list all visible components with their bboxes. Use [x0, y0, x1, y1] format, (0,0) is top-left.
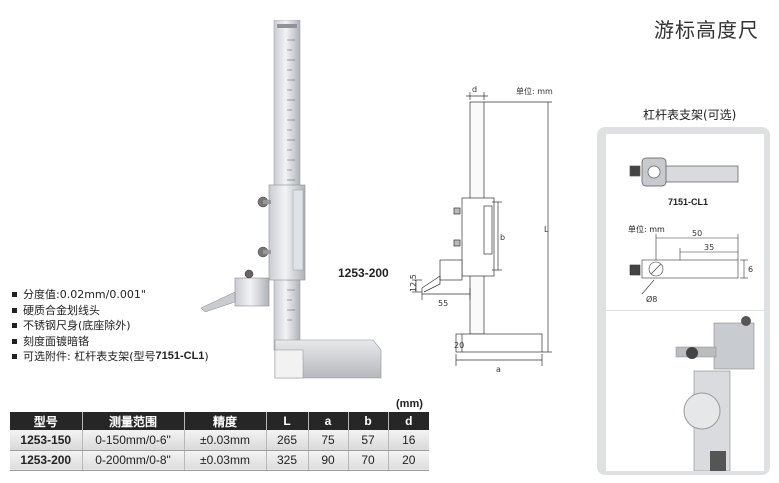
feature-item: 硬质合金划线头 — [12, 303, 209, 319]
dim-12-5: 12.5 — [409, 274, 418, 292]
cell-L: 265 — [265, 430, 308, 451]
panel-title: 杠杆表支架(可选) — [643, 108, 737, 122]
cell-a: 75 — [307, 430, 348, 451]
bullet-icon — [12, 338, 17, 344]
header-d: d — [387, 412, 429, 430]
cell-d: 16 — [387, 430, 429, 451]
dim-35: 35 — [704, 243, 714, 252]
dim-50: 50 — [692, 229, 702, 238]
feature-list: 分度值:0.02mm/0.001" 硬质合金划线头 不锈钢尺身(底座除外) 刻度… — [12, 287, 209, 365]
header-b: b — [347, 412, 388, 430]
bracket-photo-box — [606, 311, 764, 471]
bracket-drawing-box: 50 35 6 Ø8 — [606, 134, 764, 310]
cell-L: 325 — [265, 450, 308, 471]
dim-a: a — [496, 365, 501, 374]
cell-b: 57 — [347, 430, 388, 451]
bracket-photo — [675, 316, 755, 471]
bullet-icon — [12, 354, 17, 360]
dim-diameter: Ø8 — [646, 294, 657, 304]
cell-model: 1253-200 — [10, 450, 82, 471]
header-L: L — [265, 412, 308, 430]
feature-item: 分度值:0.02mm/0.001" — [12, 287, 209, 303]
dim-55: 55 — [438, 299, 448, 308]
header-a: a — [307, 412, 348, 430]
feature-item: 不锈钢尺身(底座除外) — [12, 318, 209, 334]
page-title: 游标高度尺 — [654, 18, 759, 42]
cell-d: 20 — [387, 450, 429, 471]
height-gauge-photo — [200, 20, 382, 379]
dim-d: d — [472, 85, 477, 94]
bullet-icon — [12, 292, 17, 298]
dim-L: L — [544, 225, 549, 234]
panel-unit: 单位: mm — [628, 225, 665, 234]
dimension-drawing: d 单位: mm L b 12.5 55 20 a — [409, 85, 553, 374]
dim-b: b — [500, 233, 505, 242]
table-unit: (mm) — [396, 398, 423, 410]
cell-range: 0-200mm/0-8" — [81, 450, 184, 471]
header-accuracy: 精度 — [183, 412, 266, 430]
cell-model: 1253-150 — [10, 430, 82, 451]
header-model: 型号 — [10, 412, 82, 430]
cell-b: 70 — [347, 450, 388, 471]
part-number: 7151-CL1 — [668, 197, 709, 207]
cell-range: 0-150mm/0-6" — [81, 430, 184, 451]
table-row: 1253-150 0-150mm/0-6" ±0.03mm 265 75 57 … — [10, 430, 429, 451]
cell-accuracy: ±0.03mm — [183, 450, 266, 471]
spec-table: 型号 测量范围 精度 L a b d 1253-150 0-150mm/0-6"… — [10, 412, 429, 471]
feature-item: 刻度面镀暗铬 — [12, 334, 209, 350]
dim-20: 20 — [454, 341, 464, 350]
table-header-row: 型号 测量范围 精度 L a b d — [10, 412, 429, 430]
header-range: 测量范围 — [81, 412, 184, 430]
bullet-icon — [12, 323, 17, 329]
table-row: 1253-200 0-200mm/0-8" ±0.03mm 325 90 70 … — [10, 450, 429, 471]
dim-6: 6 — [748, 265, 753, 274]
cell-a: 90 — [307, 450, 348, 471]
cell-accuracy: ±0.03mm — [183, 430, 266, 451]
model-label: 1253-200 — [338, 266, 389, 280]
bullet-icon — [12, 307, 17, 313]
bracket-illustration: 50 35 6 Ø8 — [629, 157, 753, 304]
unit-label: 单位: mm — [516, 86, 553, 96]
